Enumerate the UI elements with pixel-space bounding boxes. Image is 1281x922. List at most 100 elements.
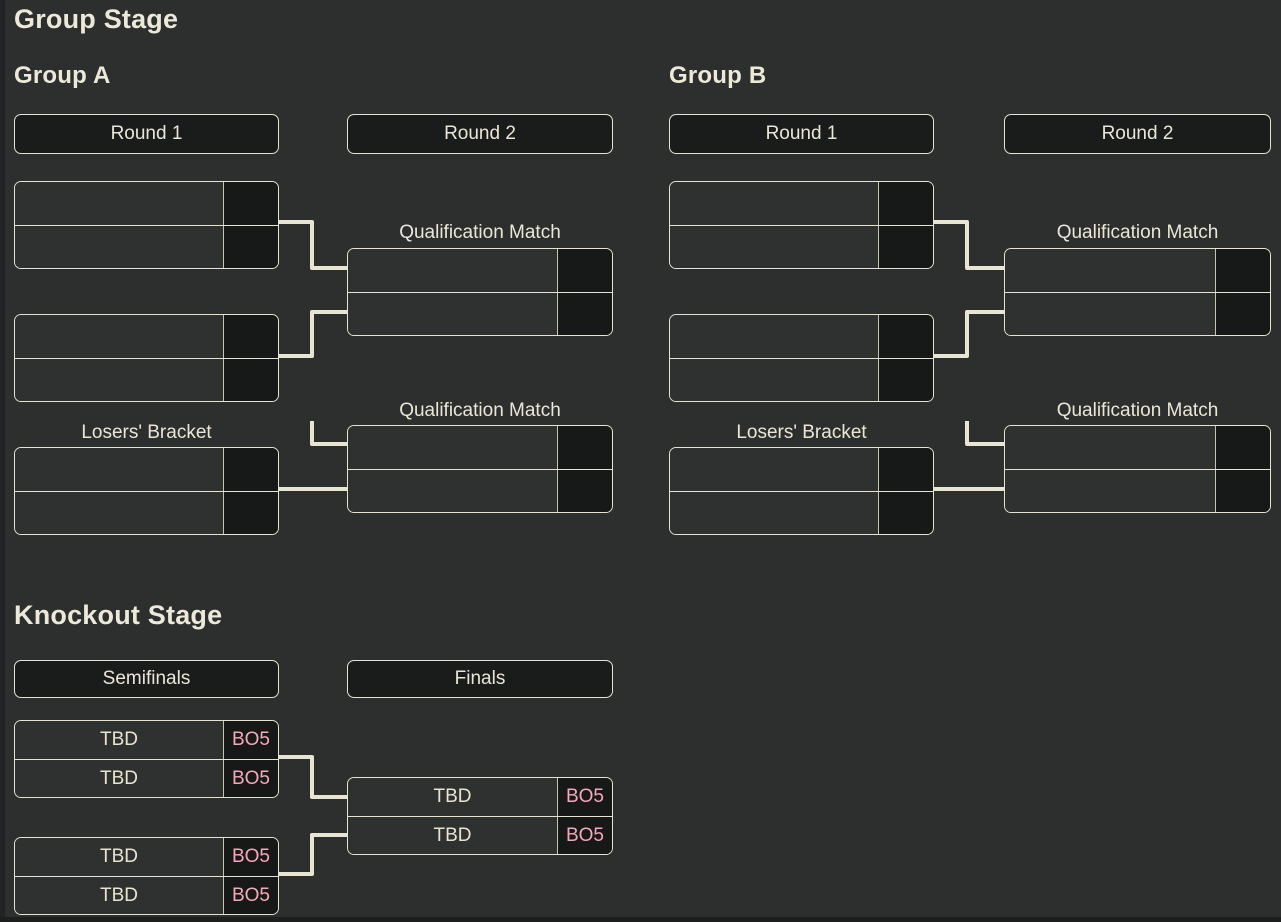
match-format-cell: BO5: [223, 721, 278, 759]
team-name-cell: [670, 315, 878, 358]
group-b-losers-match[interactable]: [669, 447, 934, 535]
match-slot[interactable]: TBD BO5: [15, 721, 278, 759]
team-name-cell: [15, 226, 223, 268]
match-slot[interactable]: TBD BO5: [15, 838, 278, 876]
match-slot[interactable]: [1005, 249, 1270, 292]
team-name-cell: [670, 492, 878, 534]
score-cell: [878, 492, 933, 534]
team-name-cell: [348, 426, 557, 469]
score-cell: [557, 470, 612, 512]
match-slot[interactable]: [670, 448, 933, 491]
match-slot[interactable]: [15, 491, 278, 534]
team-name-cell: [348, 293, 557, 335]
semifinal-match1[interactable]: TBD BO5 TBD BO5: [14, 720, 279, 798]
match-slot[interactable]: [348, 426, 612, 469]
match-slot[interactable]: [348, 292, 612, 335]
match-format-cell: BO5: [223, 760, 278, 797]
team-name-cell: TBD: [348, 817, 557, 854]
match-slot[interactable]: [670, 315, 933, 358]
team-name-cell: TBD: [15, 760, 223, 797]
score-cell: [223, 359, 278, 401]
match-slot[interactable]: TBD BO5: [348, 816, 612, 854]
group-b-round1-match1[interactable]: [669, 181, 934, 269]
score-cell: [223, 182, 278, 225]
score-cell: [557, 249, 612, 292]
window-edge-bottom: [0, 917, 1281, 922]
team-name-cell: TBD: [15, 838, 223, 876]
group-a-round1-match2[interactable]: [14, 314, 279, 402]
group-a-round2-header: Round 2: [347, 114, 613, 154]
semifinal-match2[interactable]: TBD BO5 TBD BO5: [14, 837, 279, 915]
connector-semifinal2-to-final: [279, 833, 347, 876]
score-cell: [223, 315, 278, 358]
group-a-qualification-match1[interactable]: [347, 248, 613, 336]
score-cell: [1215, 426, 1270, 469]
match-slot[interactable]: [670, 491, 933, 534]
score-cell: [1215, 470, 1270, 512]
group-b-qual1-label: Qualification Match: [1056, 222, 1219, 243]
score-cell: [878, 226, 933, 268]
group-b-qualification-match1[interactable]: [1004, 248, 1271, 336]
connector-groupA-drop-to-qual2: [310, 421, 347, 446]
match-slot[interactable]: [348, 249, 612, 292]
match-slot[interactable]: TBD BO5: [348, 778, 612, 816]
group-b-title: Group B: [669, 62, 767, 89]
team-name-cell: [670, 448, 878, 491]
group-a-qualification-match2[interactable]: [347, 425, 613, 513]
team-name-cell: [670, 226, 878, 268]
match-format-cell: BO5: [223, 838, 278, 876]
team-name-cell: TBD: [348, 778, 557, 816]
team-name-cell: [1005, 293, 1215, 335]
group-a-title: Group A: [14, 62, 111, 89]
team-name-cell: [670, 359, 878, 401]
connector-groupB-match2-to-qual1: [934, 310, 1004, 358]
match-slot[interactable]: [1005, 469, 1270, 512]
match-slot[interactable]: [15, 315, 278, 358]
score-cell: [878, 182, 933, 225]
final-match[interactable]: TBD BO5 TBD BO5: [347, 777, 613, 855]
group-a-qual2-label: Qualification Match: [399, 400, 561, 421]
knockout-stage-title: Knockout Stage: [14, 600, 223, 630]
group-b-round1-match2[interactable]: [669, 314, 934, 402]
score-cell: [1215, 249, 1270, 292]
finals-header: Finals: [347, 660, 613, 698]
connector-semifinal1-to-final: [279, 755, 347, 799]
group-a-round1-match1[interactable]: [14, 181, 279, 269]
connector-groupB-drop-to-qual2: [965, 421, 1004, 446]
team-name-cell: [15, 448, 223, 491]
connector-groupA-match2-to-qual1: [279, 310, 347, 358]
group-stage-title: Group Stage: [14, 4, 179, 34]
group-b-losers-bracket-label: Losers' Bracket: [736, 422, 867, 443]
match-slot[interactable]: [670, 182, 933, 225]
match-slot[interactable]: [1005, 426, 1270, 469]
score-cell: [223, 448, 278, 491]
team-name-cell: [348, 470, 557, 512]
team-name-cell: [15, 359, 223, 401]
match-slot[interactable]: [1005, 292, 1270, 335]
score-cell: [1215, 293, 1270, 335]
score-cell: [557, 426, 612, 469]
group-b-round2-header: Round 2: [1004, 114, 1271, 154]
team-name-cell: [15, 315, 223, 358]
match-slot[interactable]: [15, 448, 278, 491]
match-slot[interactable]: [15, 182, 278, 225]
score-cell: [223, 226, 278, 268]
score-cell: [878, 359, 933, 401]
group-a-losers-match[interactable]: [14, 447, 279, 535]
team-name-cell: TBD: [15, 721, 223, 759]
match-slot[interactable]: TBD BO5: [15, 876, 278, 914]
team-name-cell: [1005, 249, 1215, 292]
match-slot[interactable]: [15, 225, 278, 268]
match-slot[interactable]: [348, 469, 612, 512]
match-slot[interactable]: [670, 225, 933, 268]
group-b-qualification-match2[interactable]: [1004, 425, 1271, 513]
team-name-cell: TBD: [15, 877, 223, 914]
score-cell: [878, 448, 933, 491]
match-slot[interactable]: [15, 358, 278, 401]
match-slot[interactable]: TBD BO5: [15, 759, 278, 797]
connector-groupA-match1-to-qual1: [279, 220, 347, 270]
match-slot[interactable]: [670, 358, 933, 401]
match-format-cell: BO5: [223, 877, 278, 914]
score-cell: [878, 315, 933, 358]
